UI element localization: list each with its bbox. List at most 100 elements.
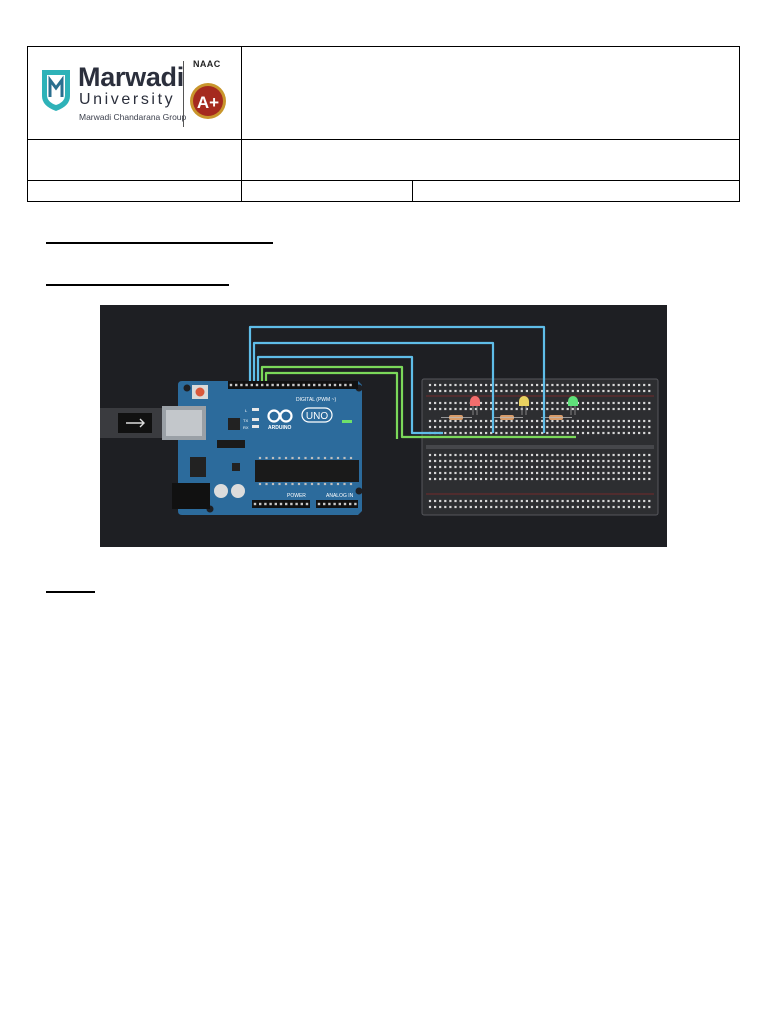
hole [449, 383, 452, 387]
hole [428, 471, 432, 475]
hole [439, 505, 442, 509]
chip-pins [258, 456, 353, 486]
hole [648, 401, 651, 405]
hole [469, 477, 472, 481]
hole [428, 477, 432, 481]
hole [592, 465, 595, 469]
hole [622, 425, 625, 429]
hole [612, 419, 615, 423]
hole [428, 419, 432, 423]
hole [490, 419, 493, 423]
hole [271, 456, 275, 460]
hole [449, 407, 452, 411]
hole [530, 505, 534, 509]
hole [556, 505, 559, 509]
hole [495, 389, 498, 393]
hole [643, 471, 646, 475]
hole [536, 419, 539, 423]
hole [622, 477, 625, 481]
hole [490, 389, 493, 393]
hole [643, 383, 646, 387]
hole [479, 477, 483, 481]
hole [638, 471, 641, 475]
hole [434, 477, 437, 481]
hole [333, 383, 337, 387]
hole [428, 389, 432, 393]
hole [581, 407, 585, 411]
hole [632, 499, 636, 503]
hole [581, 477, 585, 481]
hole [515, 505, 518, 509]
hole [627, 401, 630, 405]
label-led-tx [252, 418, 259, 421]
hole [561, 465, 564, 469]
hole [328, 383, 331, 387]
hole [281, 383, 285, 387]
label-led-l-text: L [245, 408, 248, 413]
hole [439, 459, 442, 463]
hole [297, 482, 301, 486]
hole [576, 477, 579, 481]
hole [474, 505, 477, 509]
hole [515, 389, 518, 393]
header-row3-col1 [27, 180, 242, 202]
hole [515, 453, 518, 457]
hole [530, 419, 534, 423]
label-led-rx [252, 425, 259, 428]
hole [434, 465, 437, 469]
hole [434, 453, 437, 457]
hole [541, 389, 544, 393]
hole [291, 482, 294, 486]
hole [469, 471, 472, 475]
hole [292, 383, 295, 387]
hole [622, 419, 625, 423]
hole [561, 401, 564, 405]
hole [274, 502, 277, 506]
hole [454, 505, 457, 509]
hole [546, 453, 549, 457]
hole [490, 499, 493, 503]
hole [576, 389, 579, 393]
hole [566, 431, 569, 435]
hole [525, 477, 528, 481]
hole [469, 389, 472, 393]
header-row3-col2 [241, 180, 413, 202]
hole [495, 419, 498, 423]
hole [556, 499, 559, 503]
hole [592, 459, 595, 463]
hole [566, 471, 569, 475]
hole [485, 465, 488, 469]
hole [434, 401, 437, 405]
hole [530, 389, 534, 393]
hole [464, 453, 467, 457]
hole [479, 425, 483, 429]
hole [587, 383, 590, 387]
hole [627, 465, 630, 469]
hole [551, 505, 554, 509]
hole [520, 477, 523, 481]
hole [439, 453, 442, 457]
hole [428, 499, 432, 503]
hole [515, 499, 518, 503]
digital-label: DIGITAL (PWM ~) [296, 397, 336, 403]
hole [551, 383, 554, 387]
hole [632, 401, 636, 405]
hole [444, 383, 447, 387]
hole [439, 425, 442, 429]
hole [444, 389, 447, 393]
hole [576, 453, 579, 457]
hole [643, 431, 646, 435]
hole [305, 502, 309, 506]
hole [597, 465, 600, 469]
hole [490, 453, 493, 457]
hole [454, 453, 457, 457]
hole [530, 431, 534, 435]
hole [300, 502, 303, 506]
hole [505, 383, 508, 387]
hole [434, 407, 437, 411]
hole [485, 431, 488, 435]
heading-underline-2 [46, 284, 229, 286]
hole [469, 425, 472, 429]
hole [571, 505, 574, 509]
hole [464, 431, 467, 435]
